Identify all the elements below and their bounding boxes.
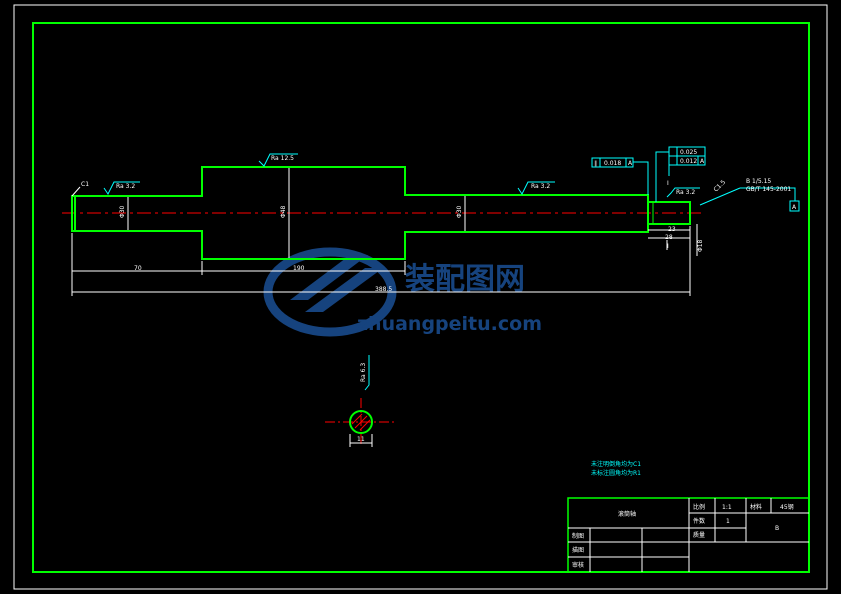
dim-len-left: 70 bbox=[134, 265, 142, 272]
tb-scale-label: 比例 bbox=[693, 503, 705, 511]
ft-left-value: 0.018 bbox=[604, 160, 621, 167]
tb-material-label: 材料 bbox=[750, 503, 762, 511]
cross-section-view bbox=[325, 398, 395, 447]
watermark-logo-slash bbox=[290, 255, 368, 300]
shaft-outline bbox=[71, 166, 691, 260]
watermark: 装配图网 zhuangpeitu.com bbox=[263, 247, 542, 337]
dim-dia-left: Φ30 bbox=[119, 205, 126, 218]
roughness-middle: Ra 12.5 bbox=[271, 155, 294, 162]
title-block bbox=[567, 497, 810, 573]
roughness-end: Ra 3.2 bbox=[676, 189, 695, 196]
sheet-border bbox=[13, 4, 828, 590]
tb-qty-value: 1 bbox=[726, 518, 730, 525]
tb-approved-label: 审核 bbox=[572, 561, 584, 569]
watermark-logo-slash-2 bbox=[305, 268, 383, 312]
watermark-url: zhuangpeitu.com bbox=[357, 313, 542, 335]
dim-len-total: 388.5 bbox=[375, 286, 392, 293]
roughness-right: Ra 3.2 bbox=[531, 183, 550, 190]
ft-left-datum: A bbox=[628, 160, 633, 167]
dim-len-middle: 190 bbox=[293, 265, 305, 272]
tb-weight-label: 质量 bbox=[693, 531, 705, 539]
thread-spec-line2: GB/T 145-2001 bbox=[746, 186, 791, 193]
thread-spec-line1: B 1/5.15 bbox=[746, 178, 771, 185]
dim-dia-right: Φ30 bbox=[456, 205, 463, 218]
ft-flat-value: 0.012 bbox=[680, 158, 697, 165]
tb-drawn-label: 制图 bbox=[572, 532, 584, 540]
watermark-cn: 装配图网 bbox=[405, 262, 525, 297]
roughness-section: Ra 6.3 bbox=[360, 363, 367, 382]
note-line1: 未注明倒角均为C1 bbox=[591, 460, 641, 468]
tb-scale-value: 1:1 bbox=[722, 504, 732, 511]
roughness-left: Ra 3.2 bbox=[116, 183, 135, 190]
tb-part-name: 滚筒轴 bbox=[618, 510, 636, 518]
length-dim-lines bbox=[71, 224, 698, 296]
ft-flat-datum: A bbox=[700, 158, 705, 165]
chamfer-end: C1.5 bbox=[712, 179, 727, 194]
drawing-frame bbox=[32, 22, 810, 573]
datum-label: A bbox=[792, 204, 797, 211]
tb-code-value: B bbox=[775, 525, 779, 532]
tb-checked-label: 描图 bbox=[572, 546, 584, 554]
tolerance-frames bbox=[591, 146, 800, 212]
shaft-end-journal bbox=[647, 201, 691, 225]
section-mark-bottom: I bbox=[667, 243, 669, 250]
dim-chamfer-left: C1 bbox=[81, 181, 89, 188]
chamfer-left-leader bbox=[71, 186, 81, 197]
dim-len-spline-a: 23 bbox=[668, 226, 676, 233]
dim-section-width: 11 bbox=[357, 436, 365, 443]
tb-material-value: 45钢 bbox=[780, 503, 794, 511]
tb-qty-label: 件数 bbox=[693, 517, 705, 525]
ft-runout-value: 0.025 bbox=[680, 149, 697, 156]
dim-dia-end: Φ18 bbox=[697, 239, 704, 252]
diameter-dim-lines bbox=[127, 168, 466, 258]
ft-left-symbol: ∥ bbox=[594, 160, 597, 167]
dim-len-spline-b: 28 bbox=[665, 234, 673, 241]
dim-dia-middle: Φ48 bbox=[280, 205, 287, 218]
roughness-symbols bbox=[103, 153, 700, 391]
section-circle bbox=[349, 410, 373, 434]
note-line2: 未标注圆角均为R1 bbox=[591, 469, 641, 477]
section-mark-top: I bbox=[667, 180, 669, 187]
